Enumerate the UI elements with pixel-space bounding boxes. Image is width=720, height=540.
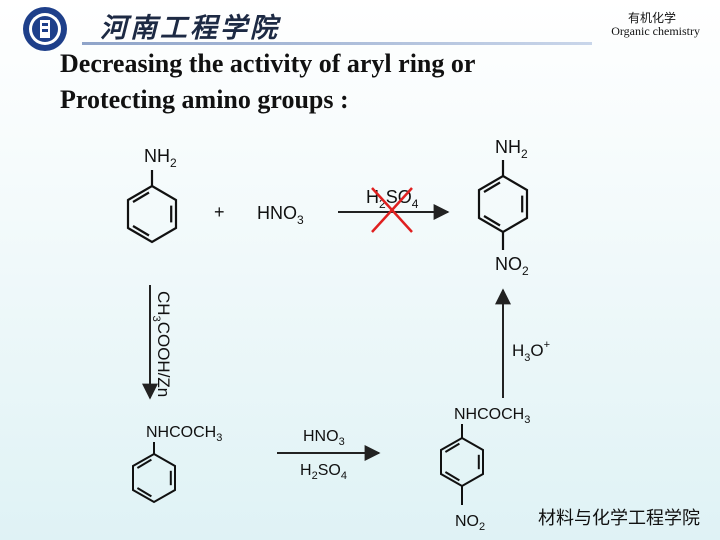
department-name: 材料与化学工程学院 xyxy=(538,508,700,529)
slide-header: 河南工程学院 有机化学 Organic chemistry xyxy=(0,0,720,56)
product-amino-label: NH2 xyxy=(495,137,528,161)
hydrolysis-reagent-label: H3O+ xyxy=(512,339,550,364)
title-line-2: Protecting amino groups : xyxy=(60,85,349,114)
acetanilide-structure xyxy=(132,442,176,504)
nitration-reagent-top: HNO3 xyxy=(303,428,345,448)
course-name-chinese: 有机化学 xyxy=(627,11,676,25)
p-nitroacetanilide-structure xyxy=(440,424,484,505)
p-nitroaniline-structure xyxy=(477,160,529,250)
product-nitro-label: NO2 xyxy=(495,254,529,278)
aniline-amino-label: NH2 xyxy=(144,146,177,170)
school-name: 河南工程学院 xyxy=(100,13,280,44)
nitroacetanilide-group-label: NHCOCH3 xyxy=(454,406,530,426)
nitroacetanilide-nitro-label: NO2 xyxy=(455,513,485,533)
school-logo-icon xyxy=(23,7,67,51)
blocked-cross-icon xyxy=(371,187,413,233)
plus-sign: + xyxy=(214,202,225,222)
acetylation-reagent-label: CH3COOH/Zn xyxy=(150,291,173,397)
course-name-english: Organic chemistry xyxy=(611,24,700,38)
aniline-structure xyxy=(126,170,178,244)
title-line-1: Decreasing the activity of aryl ring or xyxy=(60,49,476,78)
header-divider xyxy=(82,42,592,45)
acetanilide-group-label: NHCOCH3 xyxy=(146,424,222,444)
nitric-acid-label: HNO3 xyxy=(257,203,304,227)
slide-title: Decreasing the activity of aryl ring or … xyxy=(60,46,660,118)
nitration-reagent-bottom: H2SO4 xyxy=(300,462,347,482)
